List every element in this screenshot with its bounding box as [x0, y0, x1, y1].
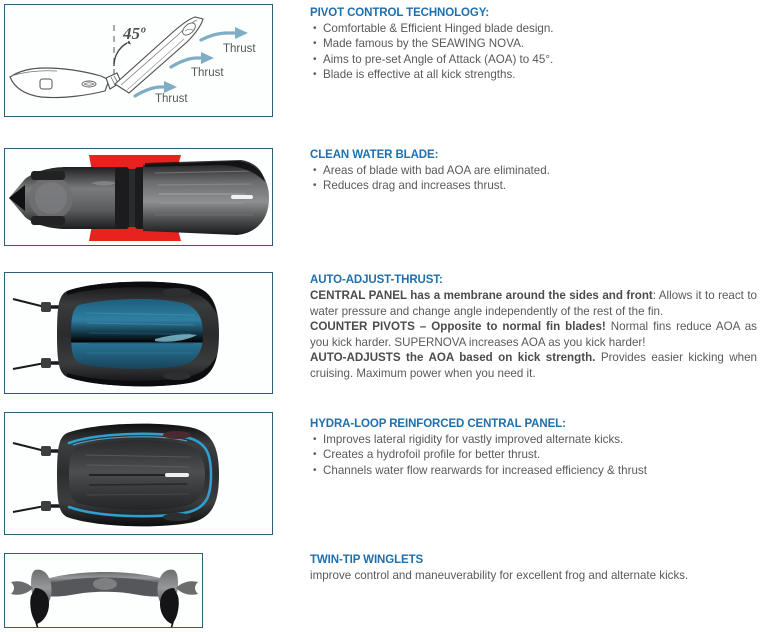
paragraph-twin-tip-winglets: improve control and maneuverability for …: [310, 568, 756, 584]
twin-tip-winglets-illustration: [11, 569, 198, 627]
heading-auto-adjust-thrust: AUTO-ADJUST-THRUST:: [310, 274, 443, 286]
paragraph-body: : Allows it to react to water pressure a…: [310, 289, 757, 318]
heel-pad-inner: [35, 182, 67, 214]
buckle-top: [31, 171, 65, 180]
section-clean-water-blade: CLEAN WATER BLADE: Areas of blade with b…: [310, 149, 756, 194]
list-item: Channels water flow rearwards for increa…: [310, 463, 756, 479]
blade-rib-2: [156, 183, 252, 186]
thrust-arrow-bottom: [133, 81, 177, 98]
foot-pocket-logo-mark: [83, 82, 95, 86]
heading-clean-water-blade: CLEAN WATER BLADE:: [310, 149, 439, 161]
thrust-arrow-middle: [169, 52, 214, 69]
clean-water-blade-illustration: [9, 155, 269, 241]
figure-fin-top-view-hydra-loop-outline: [4, 412, 273, 535]
thrust-label-bottom: Thrust: [155, 93, 188, 105]
section-auto-adjust-thrust: AUTO-ADJUST-THRUST: CENTRAL PANEL has a …: [310, 274, 757, 382]
thrust-arrow-top: [199, 27, 248, 42]
heading-pivot-control-technology: PIVOT CONTROL TECHNOLOGY:: [310, 7, 490, 19]
paragraph-body: Normal fins reduce AOA as you kick harde…: [310, 320, 757, 349]
list-item: Comfortable & Efficient Hinged blade des…: [310, 21, 756, 37]
figure-fin-front-view-twin-tip-winglets: [4, 553, 203, 628]
blade-outline: [114, 16, 204, 94]
foot-pocket-crease: [10, 70, 58, 77]
blade-rib-1: [154, 170, 256, 174]
figure-fin-angle-of-attack-diagram: 45º Thrust Thrust Thrust: [4, 4, 273, 117]
panel-rib-3: [88, 332, 192, 335]
shell-vent-top: [163, 288, 191, 296]
thrust-label-middle: Thrust: [191, 67, 224, 79]
heel-strap-tip: [9, 185, 25, 211]
blade-vent-slot: [231, 195, 253, 199]
angle-arc-arrowhead: [127, 40, 131, 45]
hydra-loop-highlight: [72, 436, 188, 446]
left-winglet-underside: [30, 588, 49, 624]
list-item: Improves lateral rigidity for vastly imp…: [310, 432, 756, 448]
list-item: Made famous by the SEAWING NOVA.: [310, 36, 756, 52]
panel-vent-slot: [165, 473, 189, 477]
list-item: Reduces drag and increases thrust.: [310, 178, 756, 194]
foot-pocket-logo: [81, 80, 97, 88]
paragraph-central-panel: CENTRAL PANEL has a membrane around the …: [310, 288, 757, 319]
panel-rib-5: [86, 493, 190, 496]
angle-arc: [113, 42, 128, 67]
heading-twin-tip-winglets: TWIN-TIP WINGLETS: [310, 554, 424, 566]
blade-tip-logo-mark: [184, 28, 194, 32]
bullet-list-pivot-control-technology: Comfortable & Efficient Hinged blade des…: [310, 21, 756, 83]
shell-vent-bottom: [163, 513, 191, 521]
blade-edge-shadow: [145, 160, 265, 182]
angle-of-attack-illustration: [9, 16, 248, 99]
heading-hydra-loop-reinforced-central-panel: HYDRA-LOOP REINFORCED CENTRAL PANEL:: [310, 418, 566, 430]
panel-highlight: [155, 334, 197, 342]
panel-rib-1: [84, 454, 192, 458]
connector-plate-right: [135, 167, 145, 229]
left-winglet-point: [35, 621, 39, 627]
panel-rib-2: [86, 464, 190, 468]
center-boss: [93, 578, 117, 590]
list-item: Blade is effective at all kick strengths…: [310, 67, 756, 83]
paragraph-counter-pivots: COUNTER PIVOTS – Opposite to normal fin …: [310, 319, 757, 350]
figure-fin-top-view-blue-central-panel: [4, 272, 273, 394]
right-winglet-point: [170, 621, 174, 627]
central-panel-illustration: [12, 281, 219, 387]
bullet-list-hydra-loop: Improves lateral rigidity for vastly imp…: [310, 432, 756, 479]
hydra-loop-outline: [67, 432, 213, 518]
paragraph-lead-bold: CENTRAL PANEL has a membrane around the …: [310, 289, 653, 302]
hydra-loop-illustration: [12, 423, 219, 527]
list-item: Areas of blade with bad AOA are eliminat…: [310, 163, 756, 179]
panel-rib-2: [86, 322, 196, 326]
blade-crease-2: [126, 38, 185, 91]
section-twin-tip-winglets: TWIN-TIP WINGLETS improve control and ma…: [310, 554, 756, 584]
paragraph-lead-bold: AUTO-ADJUSTS the AOA based on kick stren…: [310, 351, 596, 365]
thrust-label-top: Thrust: [223, 43, 256, 55]
right-winglet-tip: [176, 581, 198, 595]
panel-rib-1: [84, 312, 196, 316]
list-item: Aims to pre-set Angle of Attack (AOA) to…: [310, 52, 756, 68]
panel-rib-4: [88, 483, 188, 486]
paragraph-body: Provides easier kicking when cruising. M…: [310, 351, 757, 380]
buckle-bottom: [31, 216, 65, 225]
angle-value-label: 45º: [123, 24, 146, 43]
bullet-list-clean-water-blade: Areas of blade with bad AOA are eliminat…: [310, 163, 756, 194]
connector-plate-left: [115, 167, 129, 229]
left-winglet-tip: [11, 581, 33, 595]
section-hydra-loop-reinforced-central-panel: HYDRA-LOOP REINFORCED CENTRAL PANEL: Imp…: [310, 418, 756, 479]
foot-pocket-outline: [9, 67, 110, 99]
shell-vent-bottom: [163, 372, 191, 380]
blade-body: [143, 161, 269, 235]
shell-vent-top: [163, 431, 191, 439]
paragraph-body: improve control and maneuverability for …: [310, 569, 689, 582]
pocket-logo: [91, 181, 117, 186]
list-item: Creates a hydrofoil profile for better t…: [310, 447, 756, 463]
paragraph-lead-bold: COUNTER PIVOTS – Opposite to normal fin …: [310, 320, 606, 334]
foot-pocket-buckle: [39, 78, 53, 90]
hinge-line-1: [110, 76, 116, 86]
paragraph-auto-adjusts: AUTO-ADJUSTS the AOA based on kick stren…: [310, 350, 757, 381]
right-winglet-underside: [160, 588, 179, 624]
figure-fin-top-view-red-highlight: [4, 148, 273, 246]
section-pivot-control-technology: PIVOT CONTROL TECHNOLOGY: Comfortable & …: [310, 7, 756, 83]
